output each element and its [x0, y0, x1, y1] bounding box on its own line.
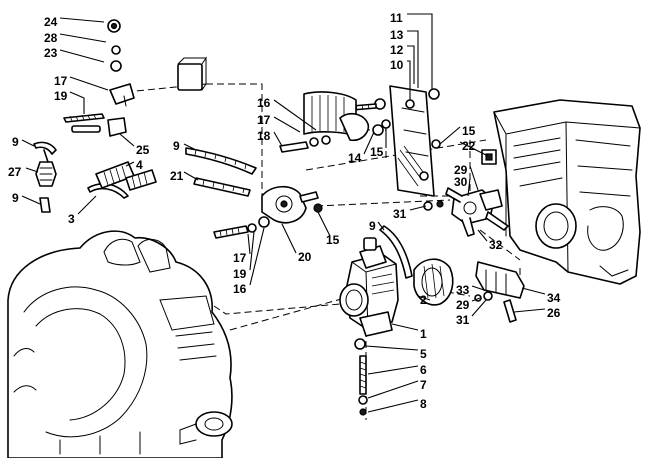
- callout-c19b: 19: [233, 267, 247, 281]
- callout-c15a: 15: [370, 145, 384, 159]
- callout-c5: 5: [420, 347, 427, 361]
- callout-c28: 28: [44, 31, 58, 45]
- callout-c27: 27: [8, 165, 22, 179]
- callout-c9a: 9: [12, 135, 19, 149]
- callout-c2: 2: [420, 293, 427, 307]
- callout-c32: 32: [489, 238, 503, 252]
- cable-bracket-assembly: [63, 19, 207, 137]
- mounting-plate-assembly: [279, 85, 441, 197]
- callout-c9d: 9: [369, 219, 376, 233]
- hoses-and-fuel-pump: [185, 147, 323, 239]
- callout-c9b: 9: [12, 191, 19, 205]
- callout-c18: 18: [257, 129, 271, 143]
- callout-c31a: 31: [393, 207, 407, 221]
- callout-c31b: 31: [456, 313, 470, 327]
- callout-c3: 3: [68, 212, 75, 226]
- carburetor-assembly: [339, 225, 454, 416]
- choke-valve-assembly: [423, 187, 509, 237]
- callout-c20: 20: [298, 250, 312, 264]
- callout-c4: 4: [136, 158, 143, 172]
- callout-c15c: 15: [326, 233, 340, 247]
- callout-c19a: 19: [54, 89, 68, 103]
- callout-c34: 34: [547, 291, 561, 305]
- callout-c11: 11: [390, 11, 403, 25]
- primer-bracket-assembly: [474, 261, 525, 323]
- callout-c16b: 16: [233, 282, 247, 296]
- callout-c22: 22: [462, 139, 476, 153]
- callout-c15b: 15: [462, 124, 476, 138]
- callout-c24: 24: [44, 15, 58, 29]
- callout-c1: 1: [420, 327, 427, 341]
- callout-c17a: 17: [54, 74, 68, 88]
- leader-lines: [21, 13, 546, 413]
- callout-c17b: 17: [257, 113, 271, 127]
- engine-crankcase: [7, 230, 233, 458]
- fuel-filter-assembly: [33, 141, 157, 213]
- callout-c9c: 9: [173, 139, 180, 153]
- callout-c25: 25: [136, 143, 150, 157]
- callout-c8: 8: [420, 397, 427, 411]
- callout-c29b: 29: [456, 298, 470, 312]
- callout-c30: 30: [454, 175, 468, 189]
- callout-c6: 6: [420, 363, 427, 377]
- callout-c13: 13: [390, 28, 404, 42]
- callout-c23: 23: [44, 46, 58, 60]
- callout-c7: 7: [420, 378, 427, 392]
- callout-c10: 10: [390, 58, 404, 72]
- callout-c12: 12: [390, 43, 404, 57]
- callout-c26: 26: [547, 306, 561, 320]
- air-silencer-box: [481, 99, 641, 285]
- callout-c21: 21: [170, 169, 184, 183]
- callout-c17c: 17: [233, 251, 247, 265]
- callout-c14: 14: [348, 151, 362, 165]
- callout-c33: 33: [456, 283, 470, 297]
- callout-c29a: 29: [454, 163, 468, 177]
- callout-c16a: 16: [257, 96, 271, 110]
